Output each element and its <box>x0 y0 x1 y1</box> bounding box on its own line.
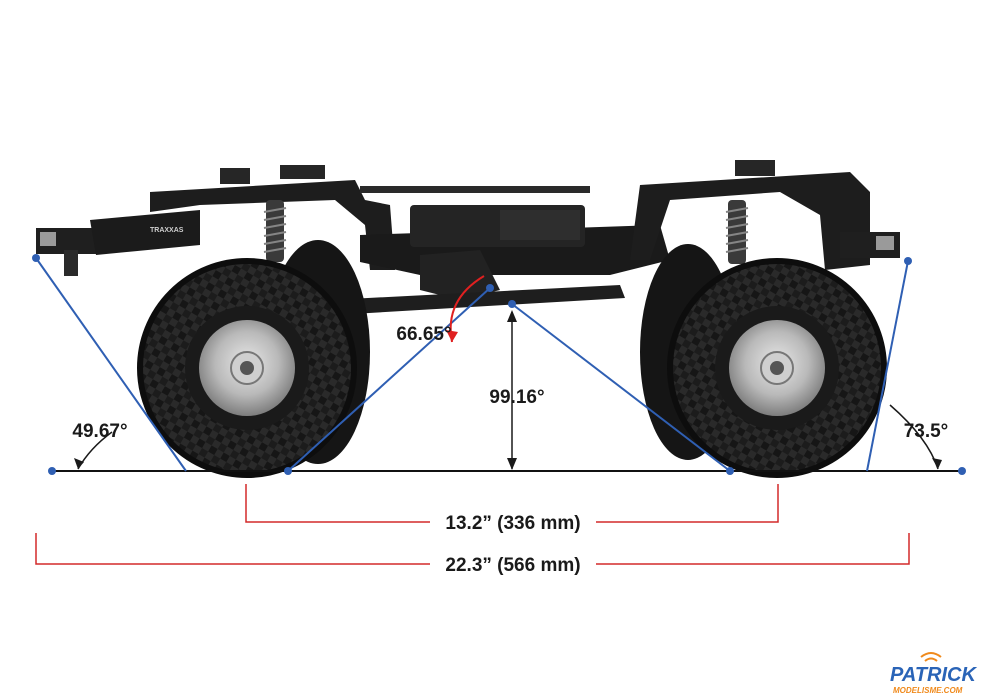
wheelbase-label: 13.2” (336 mm) <box>445 513 580 534</box>
departure-line <box>866 260 909 472</box>
skid-plate <box>420 250 500 300</box>
front-bumper-mount <box>64 250 78 276</box>
front-mount-cap <box>280 165 325 179</box>
height-arrow-bottom <box>507 458 517 470</box>
breakover-height-label: 99.16° <box>489 387 544 408</box>
front-frame-arm <box>90 210 200 255</box>
logo-brand-top: PATRICK <box>890 664 977 686</box>
rear-shock <box>728 200 746 264</box>
front-shock-spring <box>263 207 287 253</box>
breakover-arrowhead <box>446 330 458 342</box>
rear-light <box>876 236 894 250</box>
departure-arrowhead <box>932 458 942 469</box>
chassis: TRAXXAS <box>36 160 900 315</box>
chassis-marking: TRAXXAS <box>150 227 184 234</box>
upper-link <box>360 186 590 193</box>
logo-signal-icon <box>924 657 938 662</box>
front-light <box>40 232 56 246</box>
approach-angle-label: 49.67° <box>72 421 127 442</box>
overall-length-label: 22.3” (566 mm) <box>445 555 580 576</box>
rear-wheel <box>640 244 887 478</box>
approach-line <box>35 257 187 472</box>
logo-brand-bottom: MODELISME.COM <box>893 686 963 695</box>
front-fender <box>150 180 395 270</box>
front-wheel <box>137 240 370 478</box>
departure-angle-label: 73.5° <box>904 421 949 442</box>
overall-length-dimension <box>35 533 910 565</box>
angle-points <box>32 254 966 475</box>
angle-lines <box>35 257 909 472</box>
breakover-line-rear <box>511 303 731 472</box>
breakover-line-front <box>287 287 491 472</box>
front-mount-block <box>220 168 250 184</box>
height-arrow-top <box>507 310 517 322</box>
esc-box <box>500 210 580 240</box>
rear-mount-cap <box>735 160 775 176</box>
breakover-angle-label: 66.65° <box>396 324 451 345</box>
rear-fender <box>630 172 870 270</box>
approach-arrowhead <box>74 458 84 469</box>
watermark-logo: PATRICK MODELISME.COM <box>890 652 977 695</box>
wheelbase-dimension <box>245 484 779 523</box>
front-shock <box>266 200 284 262</box>
rear-shock-spring <box>725 207 749 253</box>
